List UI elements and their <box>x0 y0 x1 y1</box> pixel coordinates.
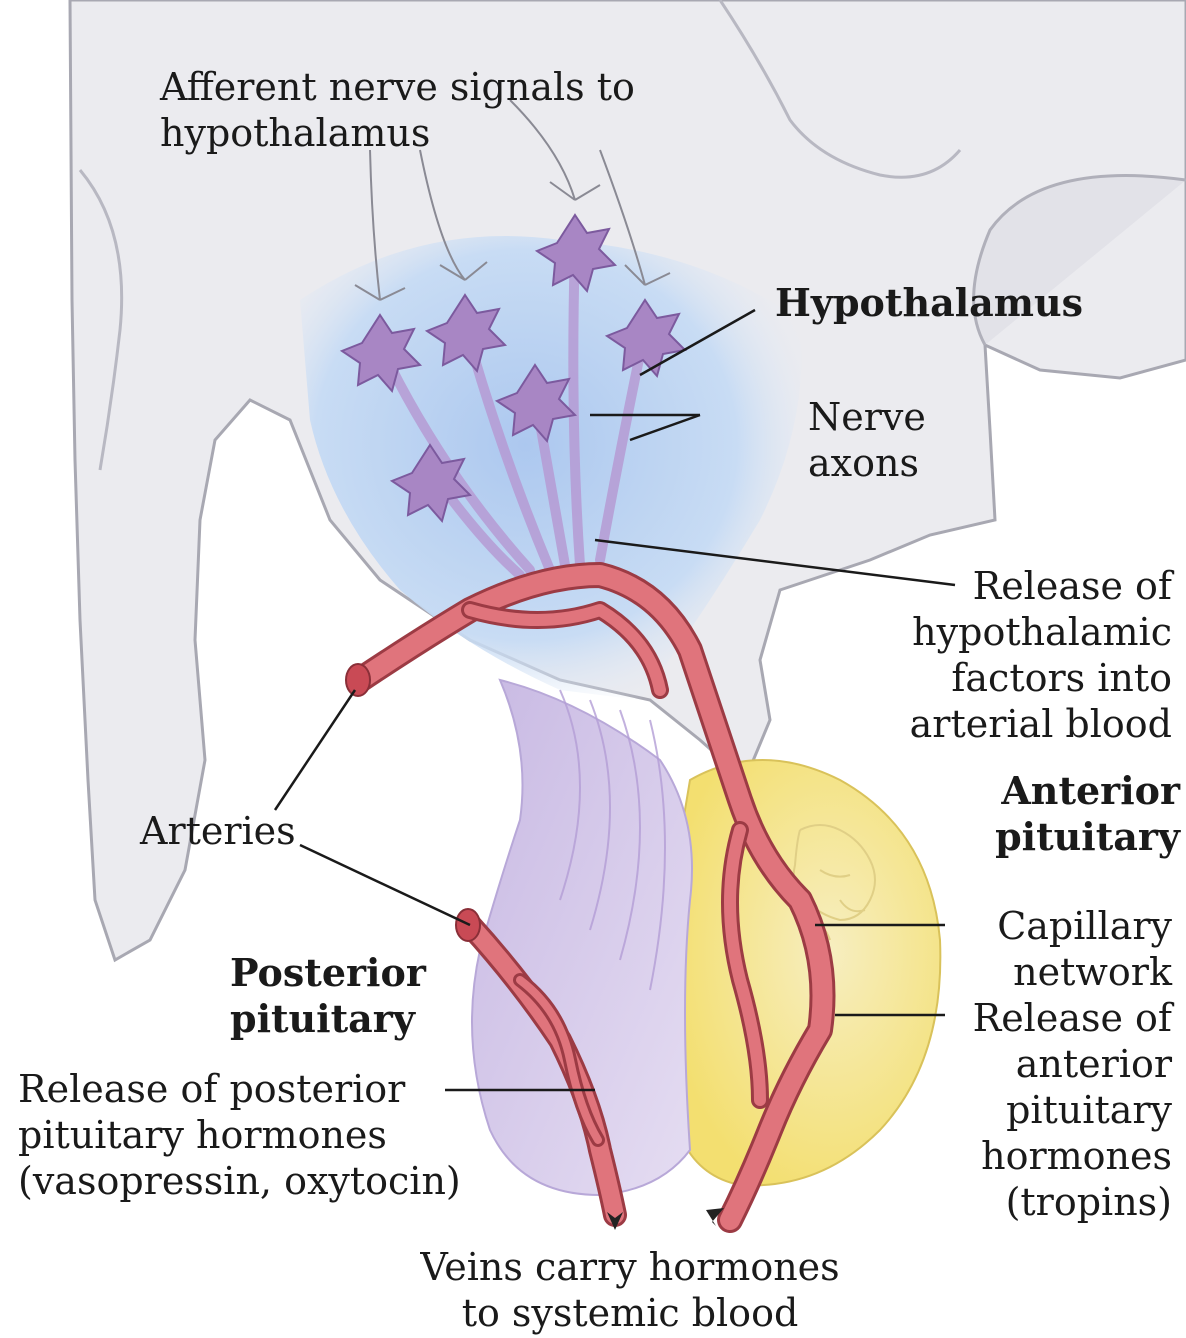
label-arteries: Arteries <box>140 808 360 854</box>
label-afferent-nerve-signals: Afferent nerve signals to hypothalamus <box>160 64 720 156</box>
label-veins-carry-hormones: Veins carry hormones to systemic blood <box>350 1244 910 1336</box>
label-posterior-pituitary: Posterior pituitary <box>230 950 490 1042</box>
artery-end-upper <box>346 664 370 696</box>
label-release-anterior-hormones: Release of anterior pituitary hormones (… <box>900 995 1172 1225</box>
label-release-posterior-hormones: Release of posterior pituitary hormones … <box>18 1066 538 1204</box>
label-capillary-network: Capillary network <box>900 903 1172 995</box>
label-anterior-pituitary: Anterior pituitary <box>880 768 1180 860</box>
label-release-hypothalamic-factors: Release of hypothalamic factors into art… <box>820 563 1172 747</box>
label-hypothalamus: Hypothalamus <box>775 280 1135 326</box>
label-nerve-axons: Nerve axons <box>808 394 968 486</box>
